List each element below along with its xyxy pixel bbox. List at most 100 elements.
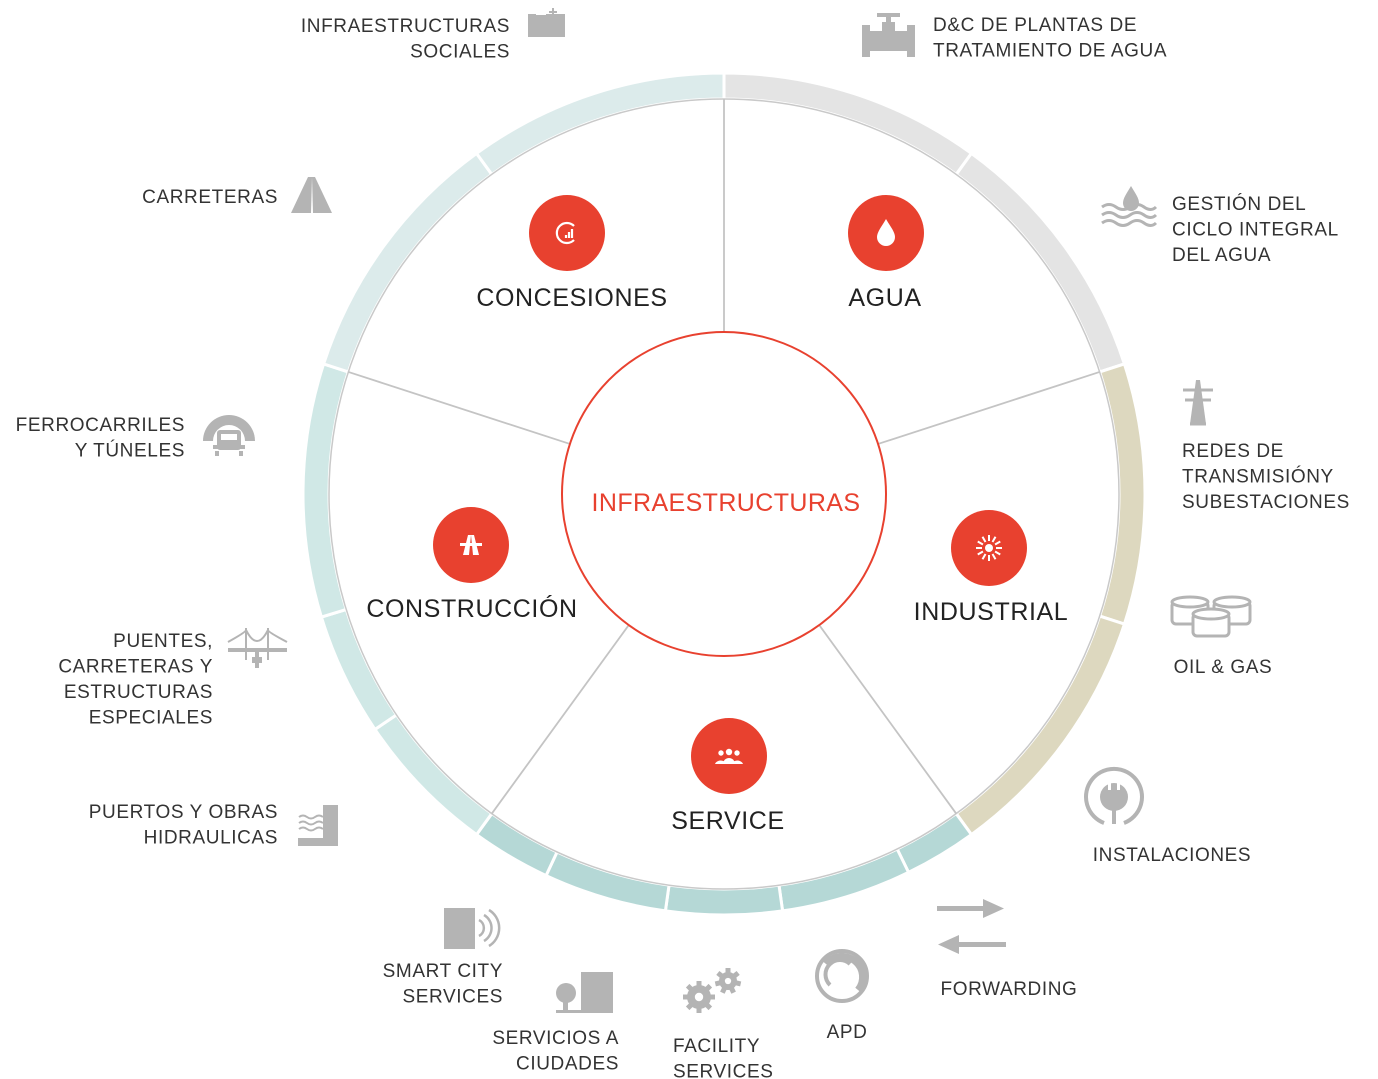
label-dc-plantas: D&C DE PLANTAS DE TRATAMIENTO DE AGUA: [933, 15, 1167, 62]
label-line: HIDRAULICAS: [144, 828, 278, 849]
label-line: OIL & GAS: [1174, 657, 1273, 678]
label-line: SERVICES: [673, 1062, 774, 1079]
label-line: CICLO INTEGRAL: [1172, 220, 1339, 241]
gear-tooth: [709, 994, 715, 1000]
segment-dividers: [348, 99, 1100, 815]
label-instalaciones: INSTALACIONES: [1093, 845, 1251, 866]
divider-line: [491, 624, 630, 815]
port-waves-icon: [298, 805, 338, 846]
road-icon: [291, 177, 332, 213]
gear-tooth: [728, 986, 736, 994]
plug-icon: [1084, 766, 1144, 825]
segment-agua[interactable]: AGUA: [848, 195, 924, 312]
concessions-chart-icon: [555, 221, 575, 245]
label-servicios-ciudades: SERVICIOS A CIUDADES: [492, 1028, 619, 1075]
turbine-blade: [981, 536, 987, 543]
bridge-icon: [227, 628, 288, 668]
turbine-blade: [991, 536, 997, 543]
outer-ring: [301, 71, 1147, 917]
gear-tooth: [731, 970, 740, 979]
label-carreteras: CARRETERAS: [142, 187, 278, 208]
label-line: SOCIALES: [410, 42, 510, 63]
gear-tooth: [720, 986, 728, 994]
segment-construccion[interactable]: CONSTRUCCIÓN: [366, 507, 577, 623]
label-line: PUENTES,: [113, 631, 213, 652]
label-line: GESTIÓN DEL: [1172, 193, 1306, 215]
service-label: SERVICE: [671, 807, 785, 835]
water-drop-icon: [877, 219, 895, 246]
gear-tooth: [725, 968, 731, 974]
gear-tooth: [683, 994, 689, 1000]
building-plus-icon: [528, 8, 565, 37]
turbine-blade: [994, 550, 1001, 556]
label-line: CIUDADES: [516, 1054, 619, 1075]
label-line: REDES DE: [1182, 441, 1284, 462]
segment-concesiones[interactable]: CONCESIONES: [476, 195, 667, 312]
concesiones-label: CONCESIONES: [476, 284, 667, 312]
turbine-blade: [977, 550, 984, 556]
valve-pipe-icon: [862, 13, 915, 57]
label-redes: REDES DE TRANSMISIÓNY SUBESTACIONES: [1182, 441, 1350, 513]
center-label: INFRAESTRUCTURAS: [592, 489, 861, 517]
label-line: ESTRUCTURAS: [64, 682, 213, 703]
label-line: APD: [827, 1022, 868, 1043]
label-line: FERROCARRILES: [16, 415, 185, 436]
divider-line: [348, 371, 571, 445]
label-line: SMART CITY: [383, 961, 503, 982]
arrows-exchange-icon: [937, 899, 1006, 954]
label-ferrocarriles: FERROCARRILES Y TÚNELES: [16, 415, 185, 462]
apd-swirl-icon: [815, 949, 869, 1003]
gear-tooth: [716, 970, 725, 979]
segment-industrial[interactable]: INDUSTRIAL: [914, 510, 1069, 626]
service-labels: INFRAESTRUCTURAS SOCIALES CARRETERAS FERROC…: [16, 15, 1350, 1079]
gear-tooth: [714, 980, 722, 987]
label-line: INSTALACIONES: [1093, 845, 1251, 866]
label-line: TRATAMIENTO DE AGUA: [933, 41, 1167, 62]
label-puentes: PUENTES, CARRETERAS Y ESTRUCTURAS ESPECIALE…: [58, 631, 213, 729]
label-infra-sociales: INFRAESTRUCTURAS SOCIALES: [301, 16, 510, 63]
label-line: FACILITY: [673, 1036, 760, 1057]
label-oil-gas: OIL & GAS: [1174, 657, 1273, 678]
tanks-icon: [1170, 595, 1252, 638]
label-line: SUBESTACIONES: [1182, 492, 1350, 513]
label-line: CARRETERAS Y: [58, 657, 213, 678]
segment-service[interactable]: SERVICE: [671, 718, 785, 835]
highway-icon: [460, 535, 482, 555]
label-line: INFRAESTRUCTURAS: [301, 16, 510, 37]
label-line: SERVICES: [402, 987, 503, 1008]
label-smart-city: SMART CITY SERVICES: [383, 961, 503, 1008]
label-line: Y TÚNELES: [75, 440, 185, 462]
service-badge: [691, 718, 767, 794]
city-tree-icon: [556, 972, 613, 1013]
divider-line: [877, 371, 1100, 445]
label-apd: APD: [827, 1022, 868, 1043]
label-puertos: PUERTOS Y OBRAS HIDRAULICAS: [89, 802, 278, 849]
gear-tooth: [704, 983, 713, 992]
center-circle: [561, 331, 887, 657]
turbine-icon: [976, 535, 1002, 561]
label-line: TRANSMISIÓNY: [1182, 466, 1334, 488]
water-cycle-icon: [1101, 186, 1158, 227]
agua-label: AGUA: [848, 284, 921, 312]
label-line: ESPECIALES: [89, 708, 213, 729]
turbine-blade: [981, 553, 987, 560]
gear-tooth: [685, 1002, 694, 1011]
gear-tooth: [734, 980, 742, 987]
label-forwarding: FORWARDING: [941, 979, 1078, 1000]
gear-hole: [694, 992, 704, 1002]
construccion-label: CONSTRUCCIÓN: [366, 594, 577, 623]
gears-icon: [683, 968, 742, 1013]
turbine-blade: [994, 540, 1001, 546]
gear-tooth: [696, 981, 702, 987]
label-line: PUERTOS Y OBRAS: [89, 802, 278, 823]
industrial-label: INDUSTRIAL: [914, 598, 1069, 626]
smart-signal-icon: [444, 908, 501, 949]
label-line: SERVICIOS A: [492, 1028, 619, 1049]
divider-line: [818, 624, 957, 815]
gear-hole: [724, 977, 732, 985]
label-line: CARRETERAS: [142, 187, 278, 208]
gear-tooth: [704, 1002, 713, 1011]
label-line: D&C DE PLANTAS DE: [933, 15, 1137, 36]
